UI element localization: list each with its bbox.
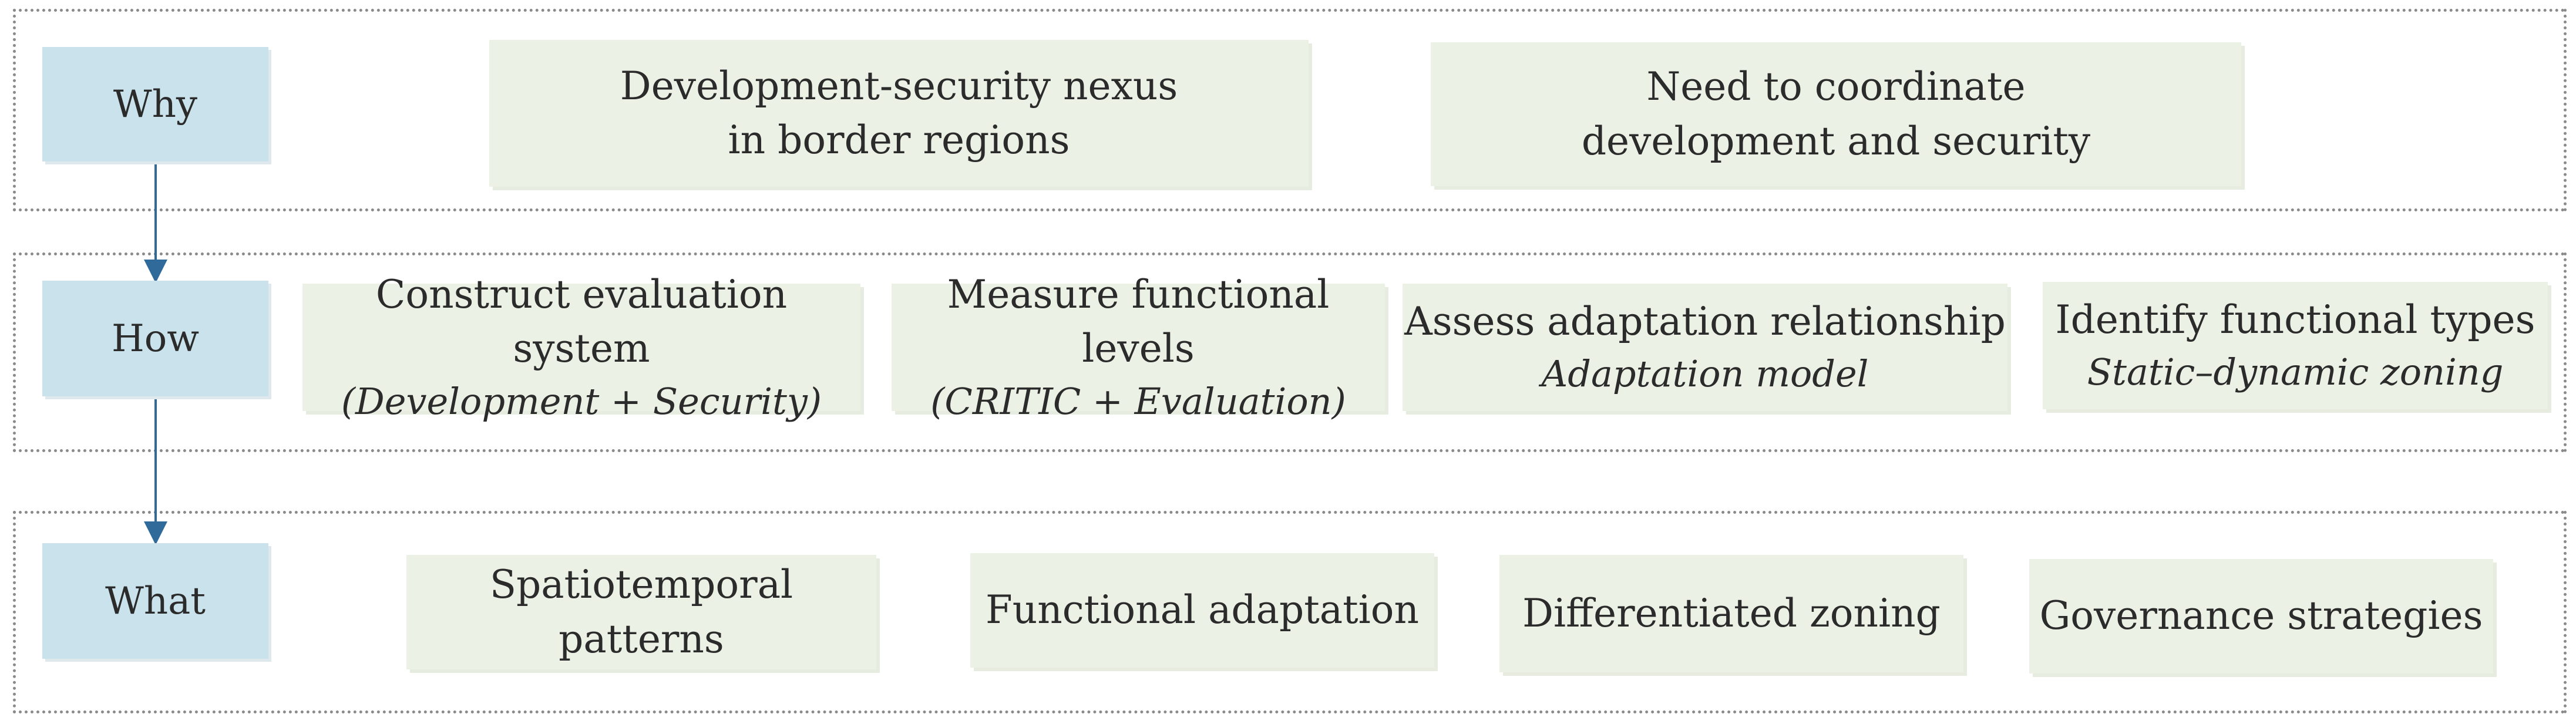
what-box-spatiotemporal-title: Spatiotemporal patterns xyxy=(489,562,793,662)
why-box-nexus-line1: Development-security nexus xyxy=(620,63,1178,109)
what-box-governance-title: Governance strategies xyxy=(2039,593,2483,639)
how-box-identify-sub: Static–dynamic zoning xyxy=(2087,351,2504,394)
how-box-construct: Construct evaluation system (Development… xyxy=(302,272,860,423)
why-box-nexus: Development-security nexus in border reg… xyxy=(489,40,1309,187)
what-box-zoning-title: Differentiated zoning xyxy=(1522,590,1941,636)
how-box-assess-sub: Adaptation model xyxy=(1541,352,1869,396)
what-box-zoning: Differentiated zoning xyxy=(1499,555,1963,672)
why-box-coordinate-line2: development and security xyxy=(1581,118,2091,164)
how-box-measure-sub: (CRITIC + Evaluation) xyxy=(930,379,1346,423)
why-box-nexus-line2: in border regions xyxy=(728,117,1070,163)
how-box-assess: Assess adaptation relationship Adaptatio… xyxy=(1403,284,2007,411)
what-box-adaptation-title: Functional adaptation xyxy=(985,587,1420,633)
how-box-measure: Measure functional levels (CRITIC + Eval… xyxy=(892,272,1385,423)
why-box-coordinate-line1: Need to coordinate xyxy=(1646,64,2026,110)
how-box-construct-sub: (Development + Security) xyxy=(341,379,822,423)
how-box-construct-title: Construct evaluation system xyxy=(375,271,788,372)
what-box-spatiotemporal: Spatiotemporal patterns xyxy=(406,555,876,669)
what-row-band xyxy=(13,511,2567,713)
how-box-identify: Identify functional types Static–dynamic… xyxy=(2043,282,2548,409)
how-box-identify-title: Identify functional types xyxy=(2055,297,2535,342)
how-box-measure-title: Measure functional levels xyxy=(947,271,1330,372)
why-row-band xyxy=(13,9,2567,211)
why-label: Why xyxy=(42,47,268,161)
what-box-adaptation: Functional adaptation xyxy=(970,553,1434,668)
how-row-band xyxy=(13,252,2567,452)
what-box-governance: Governance strategies xyxy=(2029,559,2493,674)
why-box-coordinate: Need to coordinate development and secur… xyxy=(1431,42,2241,186)
how-box-assess-title: Assess adaptation relationship xyxy=(1404,298,2006,344)
how-label: How xyxy=(42,281,268,396)
what-label: What xyxy=(42,543,268,659)
